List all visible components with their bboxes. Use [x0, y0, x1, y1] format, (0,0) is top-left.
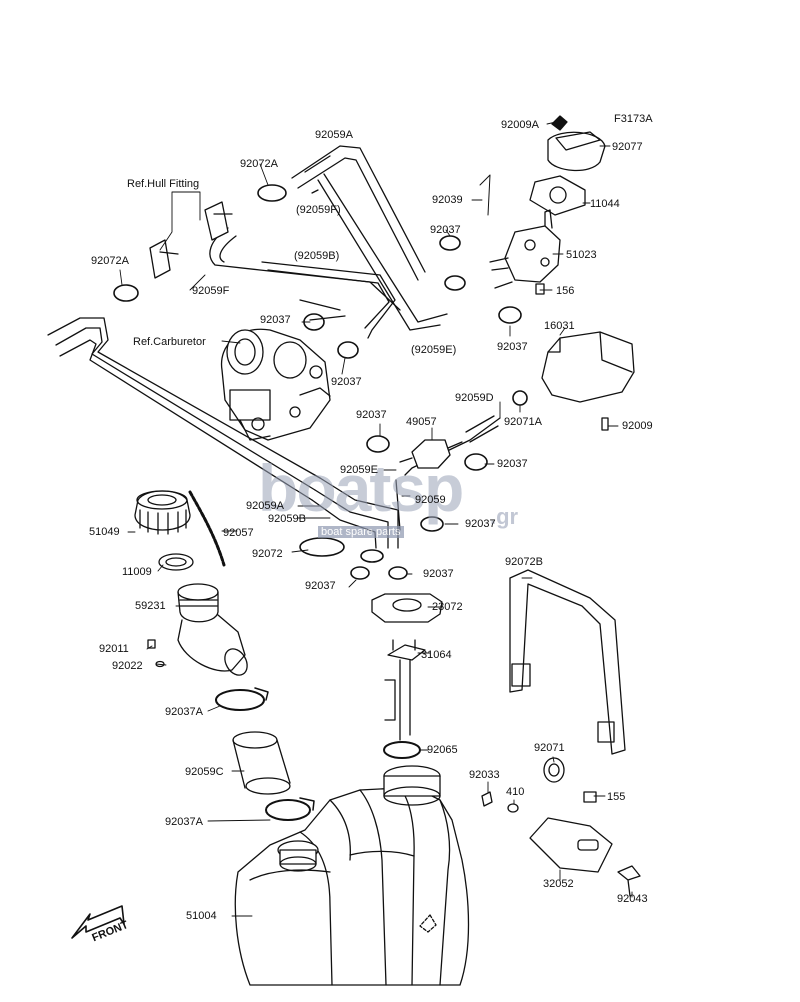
part-label: 92037A — [165, 816, 203, 828]
part-label: 92037 — [497, 341, 528, 353]
part-label: 51023 — [566, 249, 597, 261]
part-label: 92072 — [252, 548, 283, 560]
figure-code: F3173A — [614, 113, 653, 125]
part-label: 92059 — [415, 494, 446, 506]
part-label: 11044 — [590, 198, 620, 210]
part-label: 92072A — [91, 255, 129, 267]
carburetor — [220, 328, 331, 441]
filler-assembly — [134, 490, 315, 821]
part-label: 16031 — [544, 320, 575, 332]
part-label: 92037 — [356, 409, 387, 421]
part-label: 155 — [607, 791, 626, 803]
part-label: 31064 — [421, 649, 452, 661]
part-label: 23072 — [432, 601, 463, 613]
part-label: 92059C — [185, 766, 224, 778]
hull-fittings — [149, 201, 233, 279]
part-label: (92059B) — [294, 250, 340, 262]
leader-lines — [119, 121, 633, 917]
part-label: 11009 — [122, 566, 152, 578]
ref-hull-fitting: Ref.Hull Fitting — [127, 178, 200, 190]
part-label: 92071A — [504, 416, 542, 428]
fuel-tank — [234, 765, 470, 986]
part-label: 92009A — [501, 119, 539, 131]
part-label: 92043 — [617, 893, 648, 905]
part-label: 92072A — [240, 158, 278, 170]
front-arrow: FRONT — [71, 905, 130, 944]
part-label: 92059A — [315, 129, 353, 141]
part-label: 92022 — [112, 660, 143, 672]
part-label: 92072B — [505, 556, 543, 568]
part-label: 92057 — [223, 527, 254, 539]
watermark-tagline: boat spare parts — [318, 526, 404, 538]
part-label: 51004 — [186, 910, 217, 922]
fuel-valve-assembly — [479, 115, 606, 295]
part-label: 92009 — [622, 420, 653, 432]
part-label: 92039 — [432, 194, 463, 206]
hose-clamps — [113, 184, 528, 580]
part-label: 32052 — [543, 878, 574, 890]
part-label: 92037 — [331, 376, 362, 388]
part-label: 92077 — [612, 141, 643, 153]
fuel-filter — [399, 439, 463, 469]
ref-carburetor: Ref.Carburetor — [133, 336, 206, 348]
part-label: 92071 — [534, 742, 565, 754]
part-label: 49057 — [406, 416, 437, 428]
pickup-assembly — [371, 593, 443, 759]
part-label: 51049 — [89, 526, 120, 538]
watermark-brand: boatsp — [258, 451, 464, 525]
part-label: 92059E — [340, 464, 378, 476]
part-label: 92059D — [455, 392, 494, 404]
part-label: (92059E) — [411, 344, 457, 356]
part-label: 92059B — [268, 513, 306, 525]
part-label: (92059F) — [296, 204, 341, 216]
watermark-suffix: .gr — [490, 504, 519, 529]
part-label: 92037 — [497, 458, 528, 470]
part-label: 92037 — [260, 314, 291, 326]
part-label: 92037 — [465, 518, 496, 530]
part-label: 92037 — [423, 568, 454, 580]
part-label: 92065 — [427, 744, 458, 756]
foam-block — [541, 331, 635, 403]
mount-hardware — [481, 757, 641, 897]
part-label: 92037A — [165, 706, 203, 718]
part-label: 59231 — [135, 600, 166, 612]
part-label: 92059A — [246, 500, 284, 512]
part-label: 410 — [506, 786, 525, 798]
part-label: 92033 — [469, 769, 500, 781]
part-label: 92037 — [305, 580, 336, 592]
tank-strap — [509, 569, 626, 755]
part-label: 92011 — [99, 643, 129, 655]
watermark: boatsp .gr boat spare parts — [258, 450, 548, 550]
part-label: 92037 — [430, 224, 461, 236]
part-label: 92059F — [192, 285, 230, 297]
part-label: 156 — [556, 285, 575, 297]
